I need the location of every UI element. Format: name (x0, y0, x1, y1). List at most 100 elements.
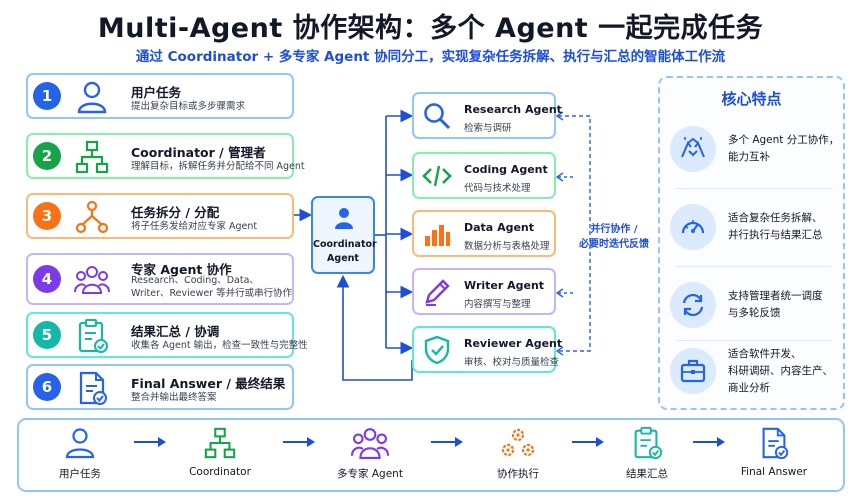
flow-step-summary: 结果汇总 (592, 426, 702, 481)
feature-line3: 商业分析 (728, 382, 770, 394)
step-number-badge: 3 (33, 202, 61, 230)
feature-item: 适合软件开发、 科研调研、内容生产、 商业分析 (668, 336, 838, 408)
flow-arrow-icon (431, 437, 463, 447)
step-coordinator: 2 Coordinator / 管理者 理解目标，拆解任务并分配给不同 Agen… (26, 133, 305, 179)
search-icon (424, 103, 451, 130)
bottom-workflow-bar: 用户任务 Coordinator 多专家 Agent (17, 418, 845, 492)
flow-label: 用户任务 (59, 468, 101, 480)
feature-line2: 并行执行与结果汇总 (728, 229, 823, 241)
step-description: 将子任务发给对应专家 Agent (131, 221, 258, 232)
core-features-panel: 核心特点 多个 Agent 分工协作， 能力互补 (658, 76, 845, 410)
speedometer-icon (681, 220, 705, 234)
gears-icon (501, 428, 535, 457)
coordinator-agent-node: Coordinator Agent (311, 196, 377, 274)
bar-chart-icon (425, 225, 450, 246)
features-title: 核心特点 (721, 90, 782, 108)
split-icon (75, 200, 109, 234)
user-icon (77, 81, 107, 114)
feature-line2: 科研调研、内容生产、 (728, 365, 833, 377)
flow-label: Coordinator (189, 466, 251, 478)
step-user-task: 1 用户任务 提出复杂目标或多步骤需求 (26, 73, 294, 119)
briefcase-icon (680, 359, 706, 383)
agent-description: 内容撰写与整理 (464, 299, 531, 310)
agent-title: Writer Agent (464, 279, 545, 292)
feature-line1: 多个 Agent 分工协作， (728, 134, 840, 146)
agent-title: Data Agent (464, 221, 535, 234)
team-icon (74, 266, 110, 294)
page-title: Multi-Agent 协作架构：多个 Agent 一起完成任务 (97, 13, 764, 44)
handshake-icon (681, 137, 705, 158)
cycle-icon (682, 293, 704, 317)
coordinator-label-line2: Agent (327, 253, 359, 264)
flow-arrow-icon (572, 437, 604, 447)
parallel-collaboration-label: 并行协作 / 必要时迭代反馈 (574, 222, 654, 252)
agent-writer: Writer Agent 内容撰写与整理 (412, 268, 556, 315)
step-number-badge: 5 (33, 321, 61, 349)
team-icon (350, 428, 390, 459)
agent-description: 代码与技术处理 (464, 183, 531, 194)
user-icon (335, 208, 353, 229)
parallel-label-line2: 必要时迭代反馈 (579, 239, 649, 250)
pencil-icon (425, 279, 450, 306)
hierarchy-icon (75, 140, 109, 174)
agent-reviewer: Reviewer Agent 审核、校对与质量检查 (412, 326, 562, 373)
flow-step-final-answer: Final Answer (719, 426, 829, 478)
flow-label: 多专家 Agent (337, 468, 403, 480)
code-icon (422, 165, 452, 187)
step-title: 用户任务 (131, 85, 182, 100)
step-title: 结果汇总 / 协调 (131, 324, 220, 339)
agent-description: 数据分析与表格处理 (464, 241, 550, 252)
step-number-badge: 6 (33, 373, 61, 401)
flow-step-user-task: 用户任务 (25, 426, 135, 481)
user-icon (65, 428, 95, 459)
feature-line1: 适合软件开发、 (728, 348, 802, 360)
agent-description: 检索与调研 (464, 123, 512, 134)
step-title: 专家 Agent 协作 (131, 262, 232, 277)
agent-title: Reviewer Agent (464, 337, 563, 350)
divider (676, 340, 831, 341)
flow-arrow-icon (134, 437, 166, 447)
agent-research: Research Agent 检索与调研 (412, 92, 562, 139)
document-check-icon (762, 427, 789, 460)
step-task-split: 3 任务拆分 / 分配 将子任务发给对应专家 Agent (26, 193, 294, 239)
coordinator-label-line1: Coordinator (313, 239, 377, 250)
step-result-summary: 5 结果汇总 / 协调 收集各 Agent 输出，检查一致性与完整性 (26, 312, 308, 358)
parallel-label-line1: 并行协作 / (590, 224, 638, 235)
feature-line2: 能力互补 (728, 151, 770, 163)
shield-check-icon (424, 335, 450, 365)
flow-arrow-icon (283, 437, 315, 447)
step-description: Research、Coding、Data、 (131, 275, 259, 286)
agent-coding: Coding Agent 代码与技术处理 (412, 152, 556, 199)
agent-title: Research Agent (464, 103, 562, 116)
clipboard-check-icon (78, 319, 108, 353)
step-description-line2: Writer、Reviewer 等并行或串行协作 (131, 288, 293, 299)
document-check-icon (79, 371, 107, 405)
step-description: 提出复杂目标或多步骤需求 (131, 101, 246, 112)
feedback-return-arrow (336, 274, 413, 381)
flow-label: 协作执行 (497, 468, 539, 480)
flow-label: 结果汇总 (626, 468, 668, 480)
feature-line2: 与多轮反馈 (728, 307, 781, 319)
feature-line1: 适合复杂任务拆解、 (728, 212, 823, 224)
parallel-feedback-dashed-line (558, 115, 591, 352)
flow-label: Final Answer (740, 466, 808, 478)
feature-item: 支持管理者统一调度 与多轮反馈 (668, 270, 838, 342)
flow-step-expert-agents: 多专家 Agent (315, 426, 425, 481)
step-number-badge: 4 (33, 265, 61, 293)
step-description: 理解目标，拆解任务并分配给不同 Agent (131, 161, 305, 172)
feature-item: 适合复杂任务拆解、 并行执行与结果汇总 (668, 192, 838, 264)
page-subtitle: 通过 Coordinator + 多专家 Agent 协同分工，实现复杂任务拆解… (135, 49, 726, 65)
agent-description: 审核、校对与质量检查 (464, 357, 560, 368)
divider (676, 266, 831, 267)
divider (676, 188, 831, 189)
feature-item: 多个 Agent 分工协作， 能力互补 (668, 114, 840, 186)
step-description: 收集各 Agent 输出，检查一致性与完整性 (131, 340, 308, 351)
step-title: 任务拆分 / 分配 (131, 205, 220, 220)
flow-step-collaboration: 协作执行 (463, 426, 573, 481)
step-expert-agents: 4 专家 Agent 协作 Research、Coding、Data、 Writ… (26, 253, 294, 305)
flow-step-coordinator: Coordinator (165, 426, 275, 478)
hierarchy-icon (204, 427, 236, 459)
step-title: Final Answer / 最终结果 (131, 376, 286, 391)
step-title: Coordinator / 管理者 (131, 145, 266, 160)
